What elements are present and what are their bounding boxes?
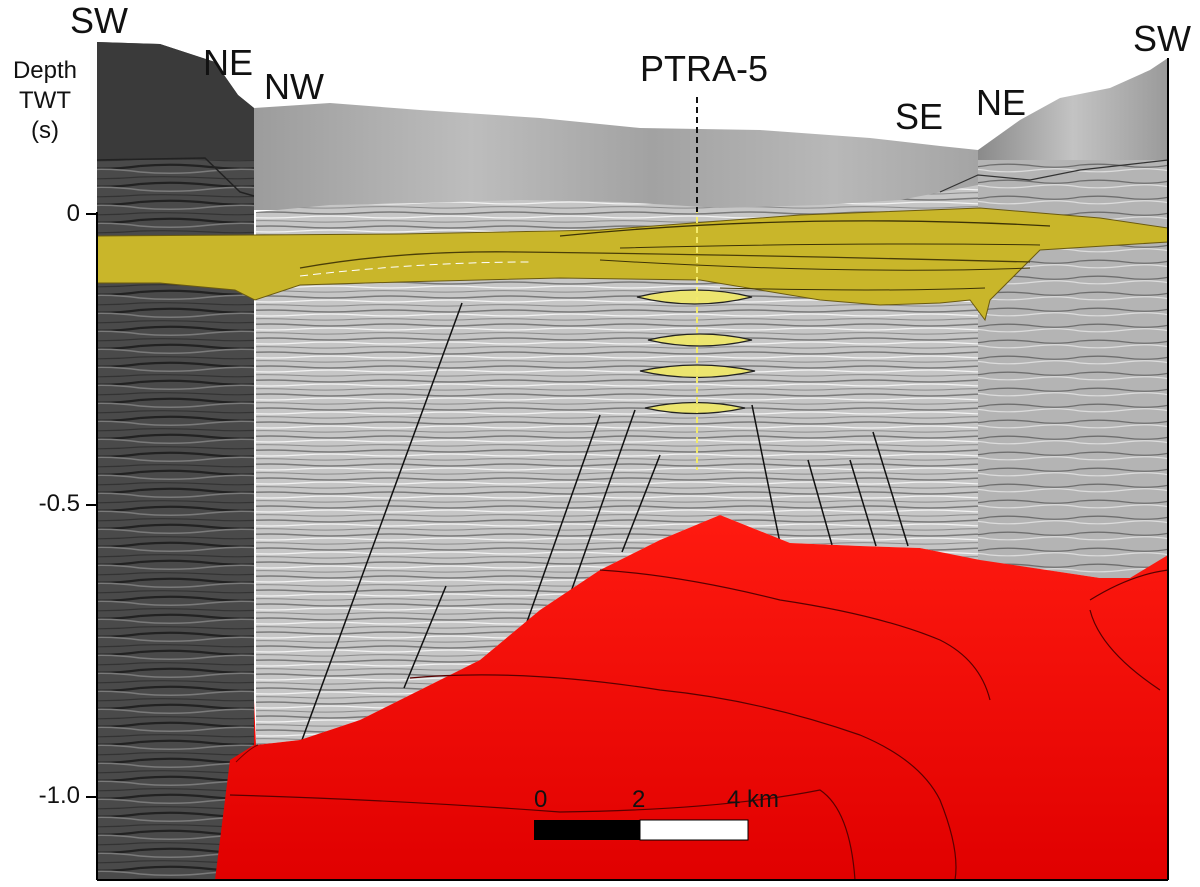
scale-bar [534,819,749,841]
reservoir-surface [96,207,1169,322]
center-seismic-section [256,185,978,745]
axis-tick-label: -0.5 [38,490,80,517]
axis-title-line1: Depth [12,57,78,84]
depth-axis [86,58,1169,881]
axis-tick-label: -1.0 [38,782,80,809]
axis-title: Depth TWT (s) [4,56,86,146]
reservoir-lenses [636,289,756,415]
scale-bar-label: 2 [632,786,646,813]
axis-tick-label: 0 [66,200,80,227]
left-seismic-panel [96,42,255,880]
axis-title-line2: TWT [19,87,71,114]
direction-label-ne-right: NE [976,82,1027,123]
direction-label-sw-right: SW [1133,18,1191,59]
direction-label-ne-left: NE [203,42,254,83]
well-label: PTRA-5 [640,48,769,89]
scale-bar-label: 4 km [727,786,780,813]
basement-surface [215,515,1169,881]
center-water-column [254,103,978,210]
direction-label-se: SE [895,96,944,137]
direction-label-nw: NW [264,66,324,107]
fault-lines [301,302,909,741]
direction-label-sw-left: SW [70,0,128,41]
axis-title-line3: (s) [31,117,59,144]
scale-bar-label: 0 [534,786,548,813]
